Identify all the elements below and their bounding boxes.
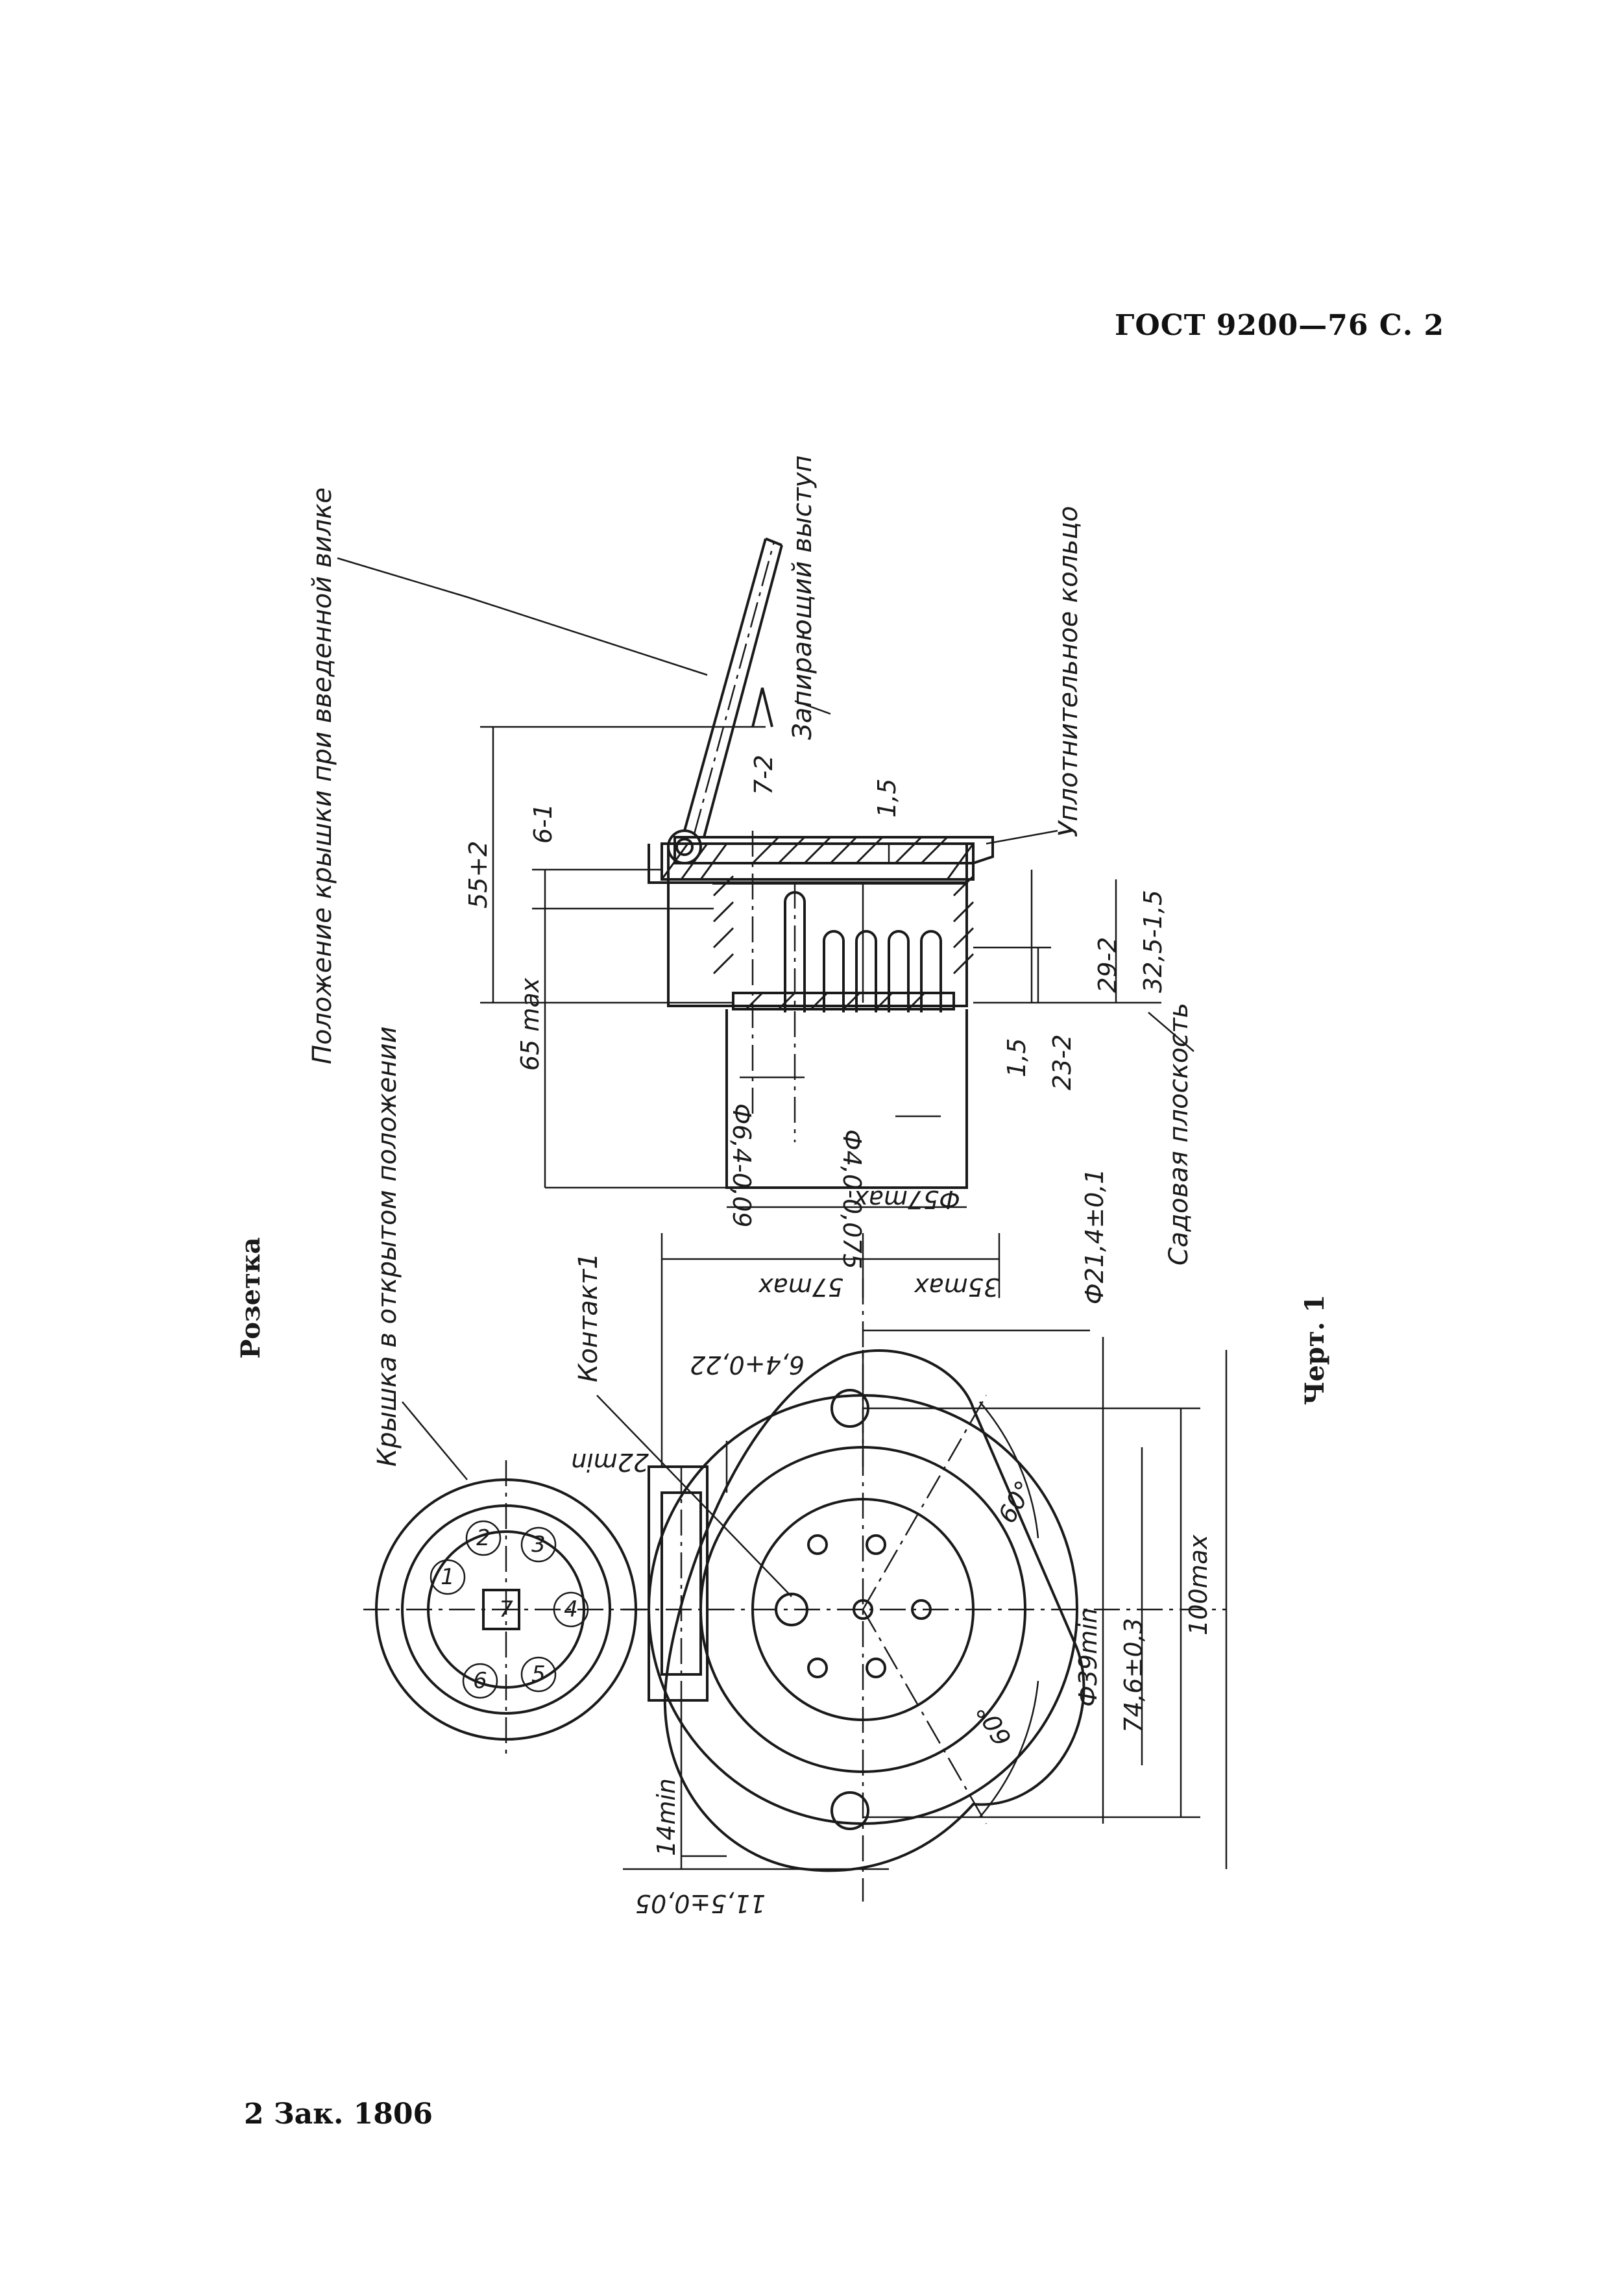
dim-65: 65 max — [516, 977, 544, 1071]
dim-angle-60-bottom: 60° — [971, 1698, 1017, 1750]
dim-100: 100max — [1184, 1534, 1213, 1635]
label-locking-lug: Запирающий выступ — [788, 455, 818, 740]
dim-11-5: 11,5±0,05 — [635, 1889, 766, 1918]
order-footer: 2 Зак. 1806 — [244, 2098, 433, 2131]
pin-numbers: 1 2 3 4 5 6 7 — [430, 1520, 589, 1699]
section-dimensions — [337, 557, 1194, 1208]
dim-55: 55+2 — [464, 841, 492, 909]
dim-phi-6-4: Ф6,4-0,09 — [727, 1103, 756, 1227]
dim-22: 22min — [571, 1448, 649, 1476]
pin-5: 5 — [531, 1661, 546, 1687]
dim-35: 35max — [914, 1273, 999, 1301]
dim-7: 7-2 — [749, 755, 778, 795]
plan-view — [623, 1279, 1226, 1902]
dim-1-5-top: 1,5 — [873, 779, 901, 818]
dim-phi-39: Ф39min — [1074, 1608, 1102, 1707]
dim-6: 6-1 — [529, 803, 557, 844]
dim-phi-4: Ф4,0-0,075 — [838, 1129, 866, 1269]
dim-phi-21-4: Ф21,4±0,1 — [1080, 1168, 1109, 1304]
figure-caption: Черт. 1 — [1300, 1295, 1330, 1405]
label-cover-position: Положение крышки при введенной вилке — [308, 487, 337, 1064]
dim-74-6: 74,6±0,3 — [1119, 1618, 1148, 1733]
dim-6-4: 6,4+0,22 — [690, 1351, 805, 1379]
plan-dimensions — [402, 1233, 1228, 1870]
pin-3: 3 — [531, 1532, 546, 1558]
drawing-title: Розетка — [236, 1237, 266, 1358]
label-sealing-ring: Уплотнительное кольцо — [1054, 506, 1084, 838]
dim-23: 23-2 — [1048, 1034, 1076, 1090]
pin-1: 1 — [441, 1564, 455, 1590]
dim-57: 57max — [758, 1273, 843, 1301]
label-contact1: Контакт1 — [574, 1253, 603, 1382]
dim-phi-57: Ф57max — [854, 1185, 960, 1214]
standard-header: ГОСТ 9200—76 С. 2 — [1115, 309, 1445, 342]
pin-6: 6 — [473, 1668, 487, 1694]
open-cover-view — [363, 1460, 649, 1759]
pin-2: 2 — [476, 1525, 491, 1551]
section-view — [648, 537, 994, 1189]
pin-7: 7 — [499, 1597, 513, 1622]
label-seating-plane: Садовая плоскость — [1164, 1003, 1194, 1266]
dim-14: 14min — [652, 1778, 681, 1856]
label-cover-open: Крышка в открытом положении — [372, 1026, 402, 1467]
dim-1-5-bottom: 1,5 — [1002, 1038, 1031, 1077]
dim-29: 29-2 — [1093, 937, 1122, 993]
dim-32-5: 32,5-1,5 — [1139, 890, 1167, 993]
pin-4: 4 — [564, 1597, 578, 1622]
